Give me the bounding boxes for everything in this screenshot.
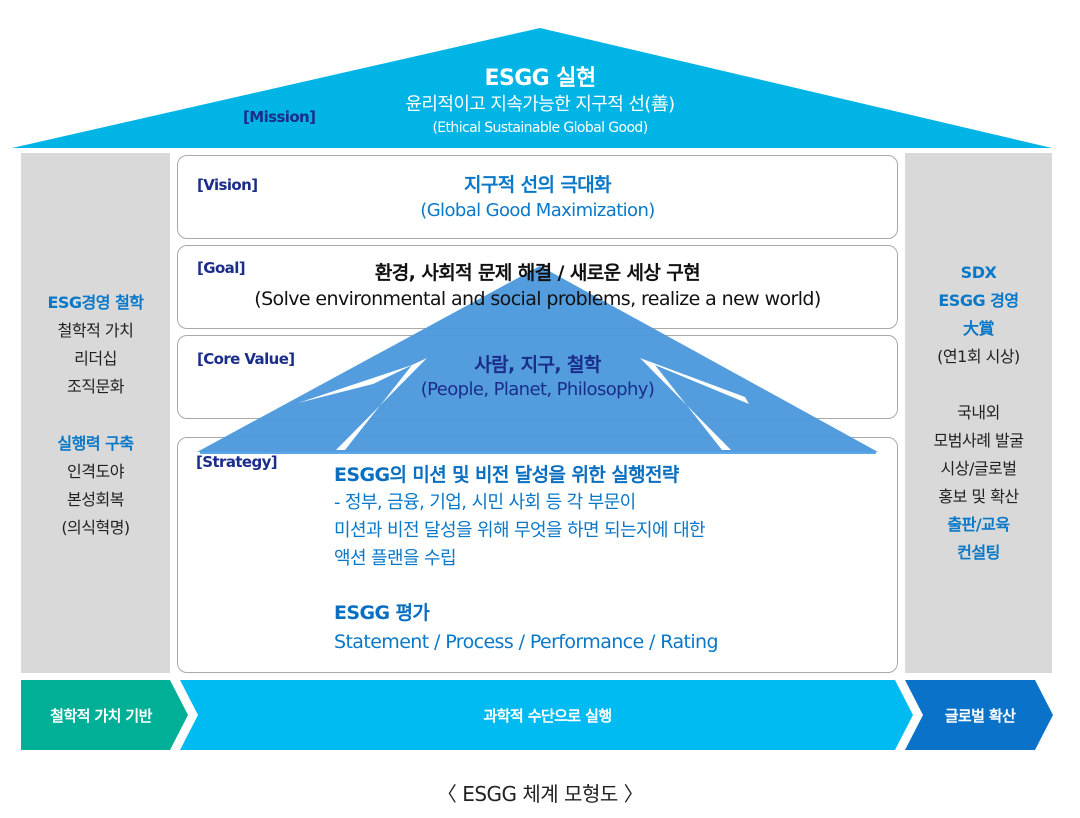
right-item: 시상/글로벌 — [940, 459, 1018, 478]
core-value-title: 사람, 지구, 철학 — [474, 354, 601, 376]
band-right-label: 글로벌 확산 — [944, 707, 1016, 725]
vision-tag: [Vision] — [197, 176, 258, 194]
left-group2-title: 실행력 구축 — [57, 434, 134, 453]
strategy-line: 미션과 비전 달성을 위해 무엇을 하면 되는지에 대한 — [334, 520, 706, 541]
core-value-tag: [Core Value] — [197, 350, 295, 368]
left-group2-item: 본성회복 — [67, 490, 124, 509]
core-value-content: 사람, 지구, 철학 (People, Planet, Philosophy) — [177, 335, 898, 419]
mission-tag: [Mission] — [243, 108, 316, 126]
goal-content: 환경, 사회적 문제 해결 / 새로운 세상 구현 (Solve environ… — [177, 245, 898, 329]
right-highlight-item: 출판/교육 — [947, 515, 1010, 534]
evaluation-heading: ESGG 평가 — [334, 602, 430, 624]
evaluation-items: Statement / Process / Performance / Rati… — [334, 631, 719, 653]
band-right-shape — [905, 680, 1053, 750]
vision-box: [Vision] 지구적 선의 극대화 (Global Good Maximiz… — [177, 155, 898, 239]
goal-title: 환경, 사회적 문제 해결 / 새로운 세상 구현 — [374, 262, 701, 284]
award-line: SDX — [960, 263, 997, 282]
right-item: 모범사례 발굴 — [933, 431, 1024, 450]
band-left-shape — [21, 680, 188, 750]
right-highlight-item: 컨설팅 — [957, 543, 1000, 562]
mission-title: ESGG 실현 — [484, 66, 597, 91]
strategy-box — [177, 437, 898, 673]
band-middle-label: 과학적 수단으로 실행 — [483, 707, 612, 725]
left-group2-item: (의식혁명) — [61, 518, 130, 537]
goal-tag: [Goal] — [197, 259, 246, 277]
mission-subtitle: 윤리적이고 지속가능한 지구적 선(善) — [405, 94, 675, 115]
award-note: (연1회 시상) — [937, 347, 1020, 366]
strategy-tag: [Strategy] — [196, 453, 278, 471]
left-group1-item: 철학적 가치 — [57, 321, 134, 340]
left-group2-item: 인격도야 — [67, 462, 124, 481]
band-middle-shape — [180, 680, 913, 750]
vision-title: 지구적 선의 극대화 — [463, 174, 612, 196]
vision-subtitle: (Global Good Maximization) — [420, 200, 655, 221]
right-item: 국내외 — [957, 403, 1000, 422]
award-line: ESGG 경영 — [938, 291, 1019, 310]
left-pillar: ESG경영 철학 철학적 가치 리더십 조직문화 실행력 구축 인격도야 본성회… — [21, 153, 170, 673]
strategy-content: ESGG의 미션 및 비전 달성을 위한 실행전략 - 정부, 금융, 기업, … — [334, 461, 894, 657]
left-group1-item: 조직문화 — [67, 377, 124, 396]
strategy-line: - 정부, 금융, 기업, 시민 사회 등 각 부문이 — [334, 492, 636, 513]
award-line: 大賞 — [962, 319, 995, 338]
diagram-caption: 〈 ESGG 체계 모형도 〉 — [436, 782, 644, 806]
mission-roof — [12, 28, 1052, 148]
right-pillar: SDX ESGG 경영 大賞 (연1회 시상) 국내외 모범사례 발굴 시상/글… — [905, 153, 1052, 673]
left-group1-item: 리더십 — [74, 349, 117, 368]
left-group1-title: ESG경영 철학 — [47, 293, 144, 312]
core-value-subtitle: (People, Planet, Philosophy) — [420, 379, 655, 400]
strategy-heading: ESGG의 미션 및 비전 달성을 위한 실행전략 — [334, 464, 679, 486]
mission-subtitle-en: (Ethical Sustainable Global Good) — [432, 120, 648, 136]
strategy-line: 액션 플랜을 수립 — [334, 548, 457, 569]
goal-subtitle: (Solve environmental and social problems… — [254, 288, 821, 310]
right-item: 홍보 및 확산 — [938, 487, 1019, 506]
band-left-label: 철학적 가치 기반 — [50, 707, 152, 725]
